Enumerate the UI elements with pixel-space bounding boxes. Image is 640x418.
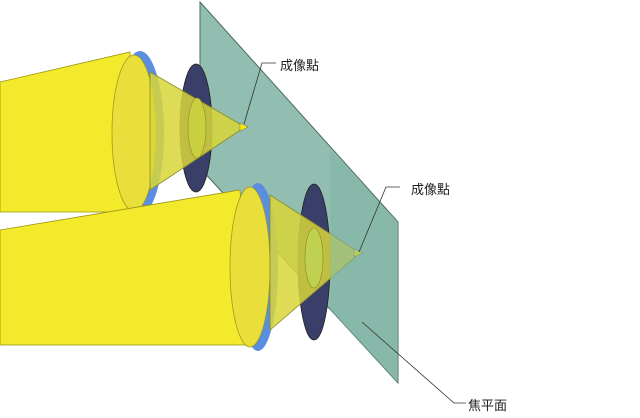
lower-cone-inner [304, 227, 324, 289]
upper-lens [111, 54, 157, 212]
focal-plane-front [330, 150, 398, 383]
leader-line-2 [358, 186, 400, 253]
image-point-label-1: 成像點 [280, 59, 320, 74]
lower-cylinder [0, 189, 251, 346]
lower-beam [0, 183, 364, 351]
leader-line-1 [243, 62, 276, 125]
image-point-label-2: 成像點 [411, 183, 451, 198]
upper-beam [0, 51, 249, 215]
lower-lens [229, 186, 271, 348]
upper-cone-inner [187, 97, 207, 159]
upper-image-point [239, 122, 249, 132]
focal-plane-label: 焦平面 [468, 399, 508, 414]
leader-line-3 [361, 321, 466, 404]
